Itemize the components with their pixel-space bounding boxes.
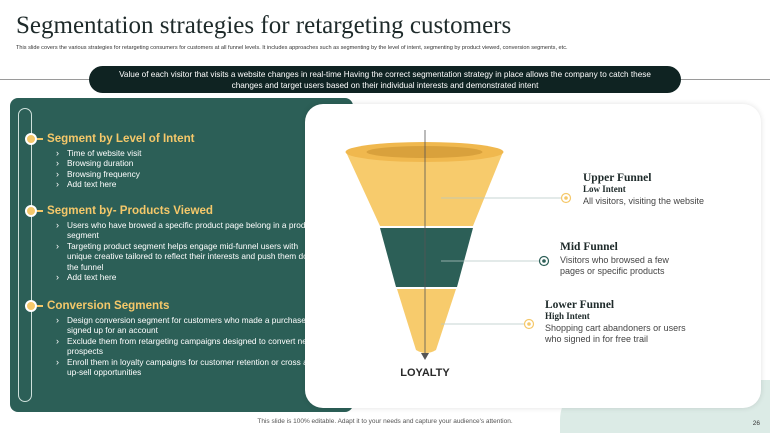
bullet-dot-icon bbox=[25, 132, 37, 145]
bullet-list: Design conversion segment for customers … bbox=[30, 315, 320, 377]
list-item: Enroll them in loyalty campaigns for cus… bbox=[56, 357, 320, 378]
stage-lower-funnel: Lower Funnel High Intent Shopping cart a… bbox=[545, 299, 725, 345]
section-header: Segment by Level of Intent bbox=[25, 132, 320, 145]
connector-line bbox=[37, 209, 43, 212]
stage-description: Visitors who browsed a few pages or spec… bbox=[560, 255, 669, 276]
marker-mid-dot bbox=[542, 259, 546, 263]
list-item: Design conversion segment for customers … bbox=[56, 315, 320, 336]
bullet-dot-icon bbox=[25, 299, 37, 312]
footer-note: This slide is 100% editable. Adapt it to… bbox=[257, 418, 513, 425]
list-item: Add text here bbox=[56, 272, 320, 283]
stage-description: Shopping cart abandoners or users who si… bbox=[545, 323, 686, 344]
section-title: Segment by Level of Intent bbox=[47, 132, 195, 145]
bullet-list: Time of website visit Browsing duration … bbox=[30, 148, 320, 190]
marker-upper-dot bbox=[564, 196, 568, 200]
section-products-viewed: Segment by- Products Viewed Users who ha… bbox=[25, 204, 320, 283]
marker-lower-dot bbox=[527, 322, 531, 326]
value-banner: Value of each visitor that visits a webs… bbox=[89, 66, 681, 93]
section-level-of-intent: Segment by Level of Intent Time of websi… bbox=[25, 132, 320, 190]
funnel-upper-segment bbox=[346, 152, 503, 226]
funnel-bottom-label: LOYALTY bbox=[400, 367, 450, 379]
arrow-down-icon bbox=[421, 353, 429, 360]
funnel-mid-segment bbox=[380, 228, 473, 287]
banner-text: Value of each visitor that visits a webs… bbox=[119, 69, 651, 90]
bullet-dot-icon bbox=[25, 204, 37, 217]
list-item: Targeting product segment helps engage m… bbox=[56, 241, 320, 272]
section-title: Conversion Segments bbox=[47, 299, 170, 312]
section-title: Segment by- Products Viewed bbox=[47, 204, 214, 217]
list-item: Browsing duration bbox=[56, 158, 320, 169]
stage-mid-funnel: Mid Funnel Visitors who browsed a few pa… bbox=[560, 241, 740, 277]
list-item: Users who have browed a specific product… bbox=[56, 220, 320, 241]
stage-title: Lower Funnel bbox=[545, 299, 615, 311]
stage-upper-funnel: Upper Funnel Low Intent All visitors, vi… bbox=[583, 172, 763, 207]
stage-subtitle: High Intent bbox=[545, 311, 590, 321]
connector-line bbox=[37, 137, 43, 140]
stage-description: All visitors, visiting the website bbox=[583, 196, 705, 206]
connector-line bbox=[37, 304, 43, 307]
stage-subtitle: Low Intent bbox=[583, 184, 626, 194]
slide-subtitle: This slide covers the various strategies… bbox=[16, 45, 568, 51]
bullet-list: Users who have browed a specific product… bbox=[30, 220, 320, 283]
slide-title: Segmentation strategies for retargeting … bbox=[16, 12, 512, 39]
timeline-rail bbox=[18, 108, 32, 402]
section-header: Segment by- Products Viewed bbox=[25, 204, 320, 217]
stage-title: Mid Funnel bbox=[560, 241, 618, 253]
list-item: Add text here bbox=[56, 179, 320, 190]
funnel-lower-segment bbox=[397, 289, 456, 353]
list-item: Browsing frequency bbox=[56, 169, 320, 180]
page-number: 26 bbox=[752, 420, 760, 427]
strategies-panel: Segment by Level of Intent Time of websi… bbox=[10, 98, 353, 412]
list-item: Exclude them from retargeting campaigns … bbox=[56, 336, 320, 357]
section-conversion: Conversion Segments Design conversion se… bbox=[25, 299, 320, 377]
stage-title: Upper Funnel bbox=[583, 172, 652, 184]
list-item: Time of website visit bbox=[56, 148, 320, 159]
funnel-opening bbox=[366, 146, 483, 158]
section-header: Conversion Segments bbox=[25, 299, 320, 312]
